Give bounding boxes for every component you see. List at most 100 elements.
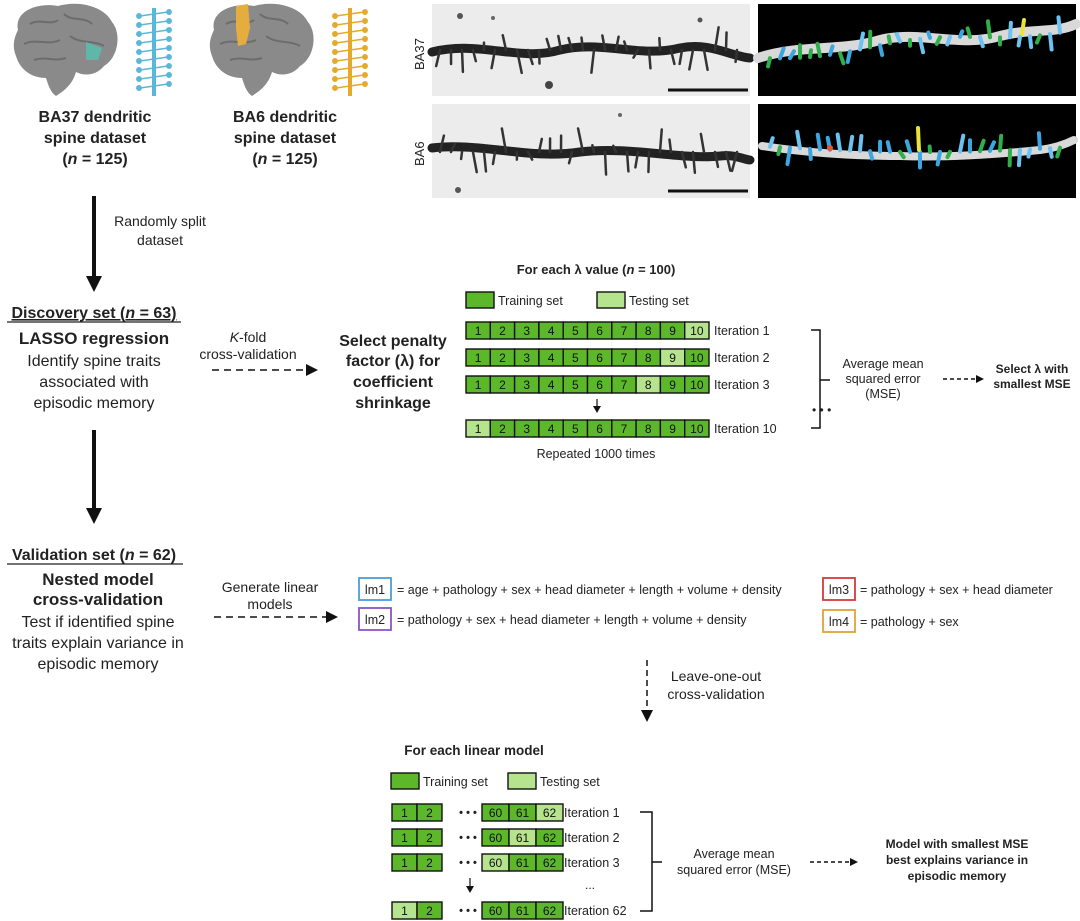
neuron-ba37-icon — [136, 8, 172, 96]
fold-number: 9 — [669, 378, 676, 392]
iteration-label: Iteration 3 — [714, 378, 770, 392]
loo-arrowhead — [641, 710, 653, 722]
fold-number: 62 — [543, 831, 557, 845]
fold-number: 1 — [401, 831, 408, 845]
fold-number: 62 — [543, 856, 557, 870]
iteration-label: Iteration 1 — [714, 324, 770, 338]
linear-model-cv-block: For each linear model Training set Testi… — [390, 743, 1028, 920]
lm4-equation: = pathology + sex — [860, 615, 959, 629]
brain-gyri — [23, 13, 105, 61]
fold-number: 5 — [572, 378, 579, 392]
fold-number: 61 — [516, 904, 530, 918]
brain-ba6-icon — [209, 3, 314, 97]
testing-fold-cell — [684, 321, 710, 340]
fold-number: 62 — [543, 806, 557, 820]
fold-number: 1 — [475, 324, 482, 338]
svg-text:coefficient: coefficient — [353, 374, 434, 391]
lm4-tag: lm4 — [829, 615, 849, 629]
brain-shape — [209, 3, 314, 97]
fold-number: 9 — [669, 422, 676, 436]
svg-text:Average mean: Average mean — [842, 357, 923, 371]
fold-number: 2 — [426, 904, 433, 918]
svg-text:Randomly split: Randomly split — [114, 213, 206, 229]
fold-number: 3 — [523, 422, 530, 436]
fold-number: 5 — [572, 324, 579, 338]
legend-testing-label: Testing set — [629, 294, 689, 308]
lm2-equation: = pathology + sex + head diameter + leng… — [397, 613, 747, 627]
svg-text:Average mean: Average mean — [693, 847, 774, 861]
testing-fold-cell — [535, 803, 564, 822]
fold-number: 10 — [690, 324, 704, 338]
brain-shape — [13, 3, 118, 97]
svg-text:episodic memory: episodic memory — [908, 869, 1007, 883]
lm1-tag: lm1 — [365, 583, 385, 597]
fold-number: 1 — [475, 378, 482, 392]
svg-text:shrinkage: shrinkage — [355, 395, 431, 412]
fold-number: 6 — [596, 378, 603, 392]
training-fold-cell — [535, 853, 564, 872]
model-list: lm1 = age + pathology + sex + head diame… — [358, 577, 1053, 633]
fold-number: 5 — [572, 422, 579, 436]
svg-text:Nested model: Nested model — [42, 570, 153, 589]
svg-text:squared error: squared error — [845, 372, 920, 386]
micrograph-label-ba6: BA6 — [412, 141, 427, 166]
fold-number: 2 — [426, 806, 433, 820]
iteration-ellipsis: • • • — [812, 403, 831, 417]
generate-arrowhead — [326, 611, 338, 623]
fold-number: 10 — [690, 378, 704, 392]
fold-number: 8 — [645, 422, 652, 436]
fold-number: 61 — [516, 806, 530, 820]
ba6-dataset-label: BA6 dendritic spine dataset (n = 125) — [233, 109, 337, 168]
iteration-label: Iteration 10 — [714, 422, 777, 436]
svg-text:factor (λ) for: factor (λ) for — [346, 353, 440, 370]
linear-mse-label: Average mean squared error (MSE) — [677, 847, 791, 877]
fold-number: 9 — [669, 351, 676, 365]
fold-number: 2 — [499, 422, 506, 436]
iteration-label: Iteration 2 — [714, 351, 770, 365]
training-fold-cell — [684, 348, 710, 367]
fold-number: 61 — [516, 856, 530, 870]
fold-number: 1 — [401, 806, 408, 820]
training-fold-cell — [535, 901, 564, 920]
fold-number: 2 — [426, 831, 433, 845]
fold-number: 3 — [523, 324, 530, 338]
svg-text:Identify spine traits: Identify spine traits — [27, 353, 160, 370]
svg-text:BA6 dendritic: BA6 dendritic — [233, 109, 337, 126]
svg-text:(MSE): (MSE) — [865, 387, 900, 401]
kfold-label: K-fold cross-validation — [199, 329, 296, 362]
ba37-dataset-label: BA37 dendritic spine dataset (n = 125) — [39, 109, 152, 168]
split-label: Randomly split dataset — [114, 213, 206, 248]
training-fold-cell — [416, 828, 443, 847]
micrograph-ba37-reconstruction — [753, 4, 1080, 96]
fold-number: 1 — [475, 422, 482, 436]
svg-text:episodic memory: episodic memory — [38, 656, 159, 673]
training-fold-cell — [535, 828, 564, 847]
training-fold-cell — [684, 375, 710, 394]
split-arrowhead — [86, 276, 102, 292]
fold-number: 7 — [621, 351, 628, 365]
fold-number: 3 — [523, 351, 530, 365]
discovery-to-validation-arrowhead — [86, 508, 102, 524]
micrograph-ba6-brightfield — [427, 104, 755, 198]
fold-number: 4 — [548, 422, 555, 436]
lm1-equation: = age + pathology + sex + head diameter … — [397, 583, 782, 597]
fold-number: 6 — [596, 324, 603, 338]
validation-set-block: Validation set (n = 62) Nested model cro… — [7, 547, 184, 673]
iteration-label: Iteration 1 — [564, 806, 620, 820]
fold-number: 7 — [621, 324, 628, 338]
lm2-tag-box — [358, 607, 392, 631]
fold-number: 2 — [499, 351, 506, 365]
training-fold-cell — [416, 803, 443, 822]
fold-number: 1 — [475, 351, 482, 365]
ba6-region-highlight — [236, 4, 250, 46]
fold-number: 10 — [690, 422, 704, 436]
fold-number: 2 — [499, 378, 506, 392]
svg-text:Generate linear: Generate linear — [222, 579, 319, 595]
discovery-set-block: Discovery set (n = 63) LASSO regression … — [7, 305, 181, 412]
svg-text:spine dataset: spine dataset — [44, 130, 147, 147]
